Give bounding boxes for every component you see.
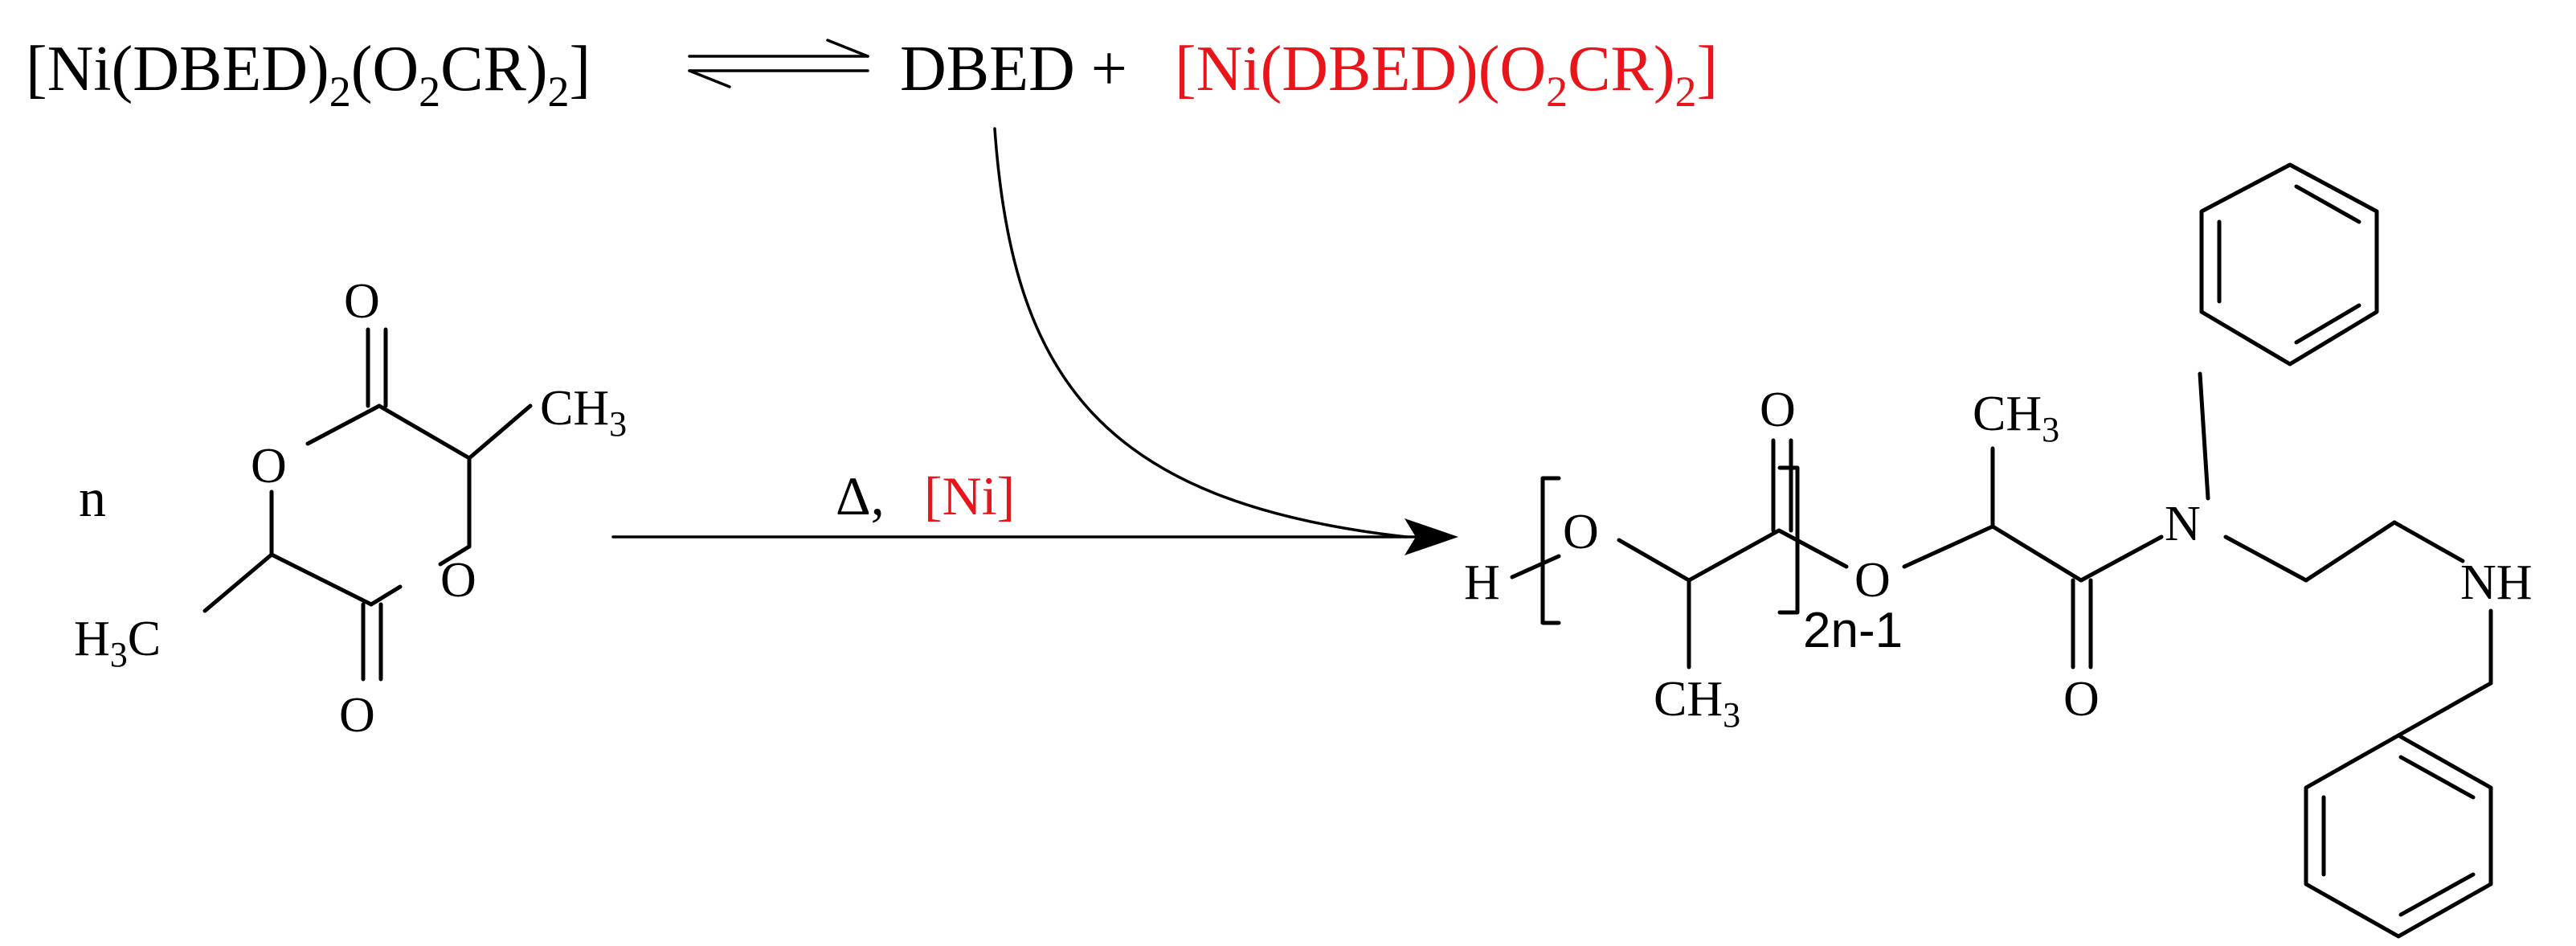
curved-arrow: [993, 127, 1408, 539]
equilibrium-arrow: [688, 39, 869, 88]
lactide-methyl-left: H3C: [74, 612, 161, 674]
product-amine-nh: NH: [2460, 555, 2533, 610]
lactide-o-ring-left: O: [251, 439, 287, 493]
product-amide-n: N: [2165, 497, 2201, 551]
product-end-h: H: [1464, 555, 1500, 610]
condition-heat: Δ,: [836, 465, 885, 526]
complex-mono-dbed: [Ni(DBED)(O2CR)2]: [1175, 34, 1718, 116]
complex-bis-dbed: [Ni(DBED)2(O2CR)2]: [26, 34, 591, 116]
lactide-methyl-right: CH3: [540, 381, 627, 444]
coefficient-n: n: [79, 467, 106, 528]
product-o-amide: O: [2063, 672, 2100, 727]
product-repeat-subscript: 2n-1: [1803, 603, 1903, 658]
free-dbed-ligand: DBED +: [900, 34, 1127, 104]
product-structure: [1510, 162, 2493, 939]
condition-catalyst: [Ni]: [924, 465, 1015, 526]
product-o-chain: O: [1563, 505, 1599, 559]
lactide-o-carbonyl-top: O: [344, 274, 380, 329]
lactide-o-carbonyl-bottom: O: [339, 688, 375, 743]
product-methyl-bottom: CH3: [1654, 672, 1740, 735]
lactide-structure: [202, 327, 533, 682]
lactide-o-ring-right: O: [440, 553, 476, 608]
product-methyl-top: CH3: [1973, 387, 2059, 449]
product-o-ester: O: [1854, 553, 1891, 608]
reaction-arrow: [611, 518, 1458, 555]
product-o-carbonyl: O: [1760, 383, 1796, 437]
